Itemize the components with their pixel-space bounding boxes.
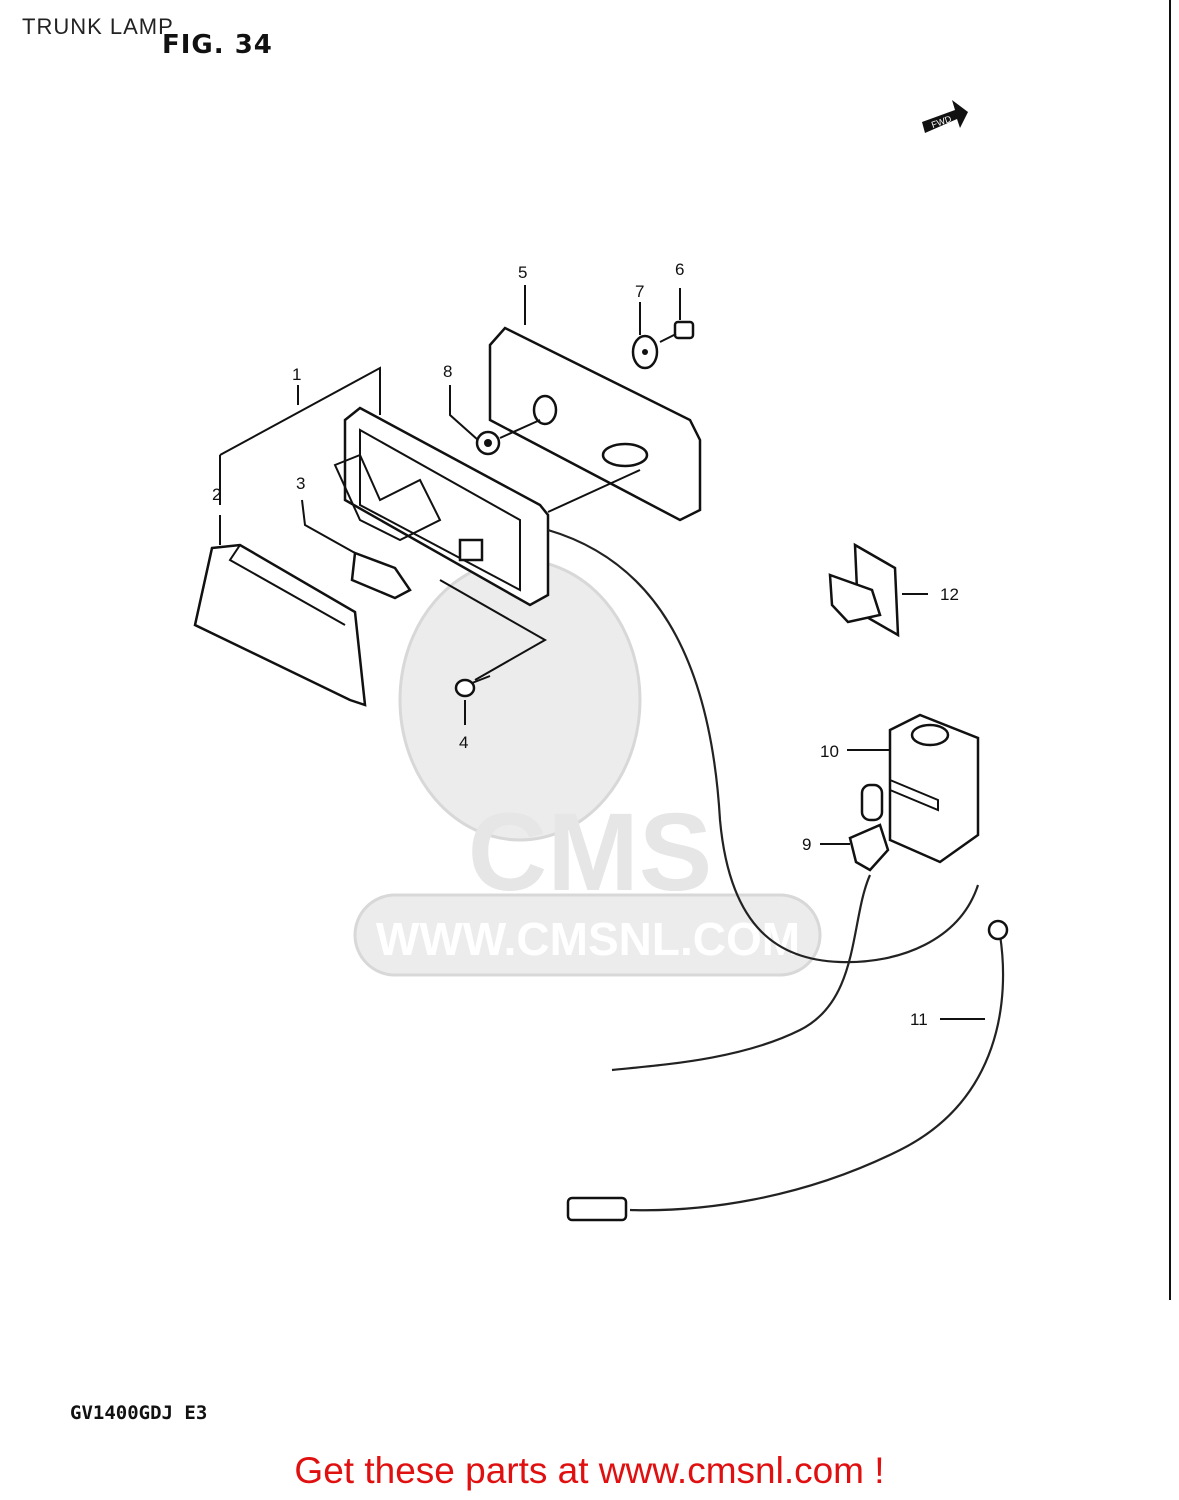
- callout-7: 7: [635, 282, 644, 301]
- callout-6: 6: [675, 260, 684, 279]
- nut-part: [475, 430, 501, 456]
- callout-10: 10: [820, 742, 839, 761]
- callout-11: 11: [910, 1010, 928, 1029]
- lamp-cover-part: [488, 326, 702, 522]
- fwd-label: FWD: [930, 113, 953, 130]
- housing-screw-part: [454, 675, 491, 698]
- watermark-url: WWW.CMSNL.COM: [376, 913, 800, 965]
- callout-5: 5: [518, 263, 527, 282]
- screw-part: [659, 320, 695, 343]
- callout-12: 12: [940, 585, 959, 604]
- model-code: GV1400GDJ E3: [70, 1402, 208, 1424]
- leader-lines: [219, 285, 985, 1020]
- callout-9: 9: [802, 835, 811, 854]
- switch-cover-part: [888, 713, 980, 864]
- bulb-part: [350, 551, 412, 600]
- watermark: CMS WWW.CMSNL.COM: [353, 558, 822, 977]
- lamp-housing-part: [333, 406, 550, 607]
- promo-link[interactable]: Get these parts at www.cmsnl.com !: [294, 1450, 885, 1491]
- callout-3: 3: [296, 474, 305, 493]
- clip-part: [828, 542, 900, 638]
- figure-label: FIG. 34: [162, 30, 273, 60]
- watermark-brand: CMS: [468, 791, 712, 914]
- fwd-arrow-icon: FWD: [922, 100, 968, 133]
- callout-4: 4: [459, 733, 468, 752]
- callout-1: 1: [292, 365, 301, 384]
- callout-2: 2: [212, 485, 221, 504]
- callout-8: 8: [443, 362, 452, 381]
- page-title: TRUNK LAMP: [22, 14, 174, 39]
- washer-part: [631, 334, 659, 370]
- switch-part: [848, 783, 890, 872]
- wiring: [547, 528, 1009, 1222]
- callouts: 1 2 3 4 5 6 7 8 9 10 11 12: [212, 260, 959, 1029]
- lens-part: [193, 543, 367, 707]
